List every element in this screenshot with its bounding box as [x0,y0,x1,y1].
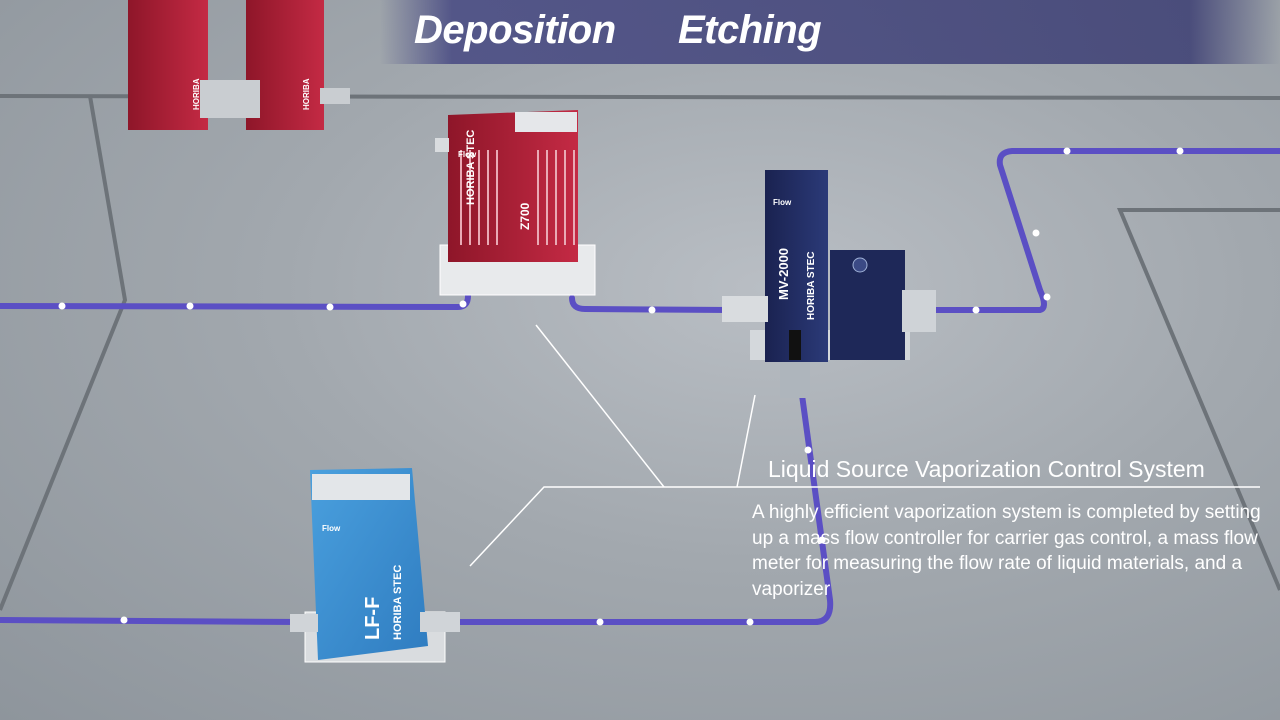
active-pipes [0,148,1280,625]
tab-etching[interactable]: Etching [678,8,822,52]
info-description: A highly efficient vaporization system i… [752,502,1261,600]
info-title: Liquid Source Vaporization Control Syste… [768,456,1205,482]
header-band [380,0,1280,64]
tab-deposition[interactable]: Deposition [414,8,616,52]
red-mfc-device[interactable] [435,110,596,296]
callout-lines [469,324,1260,567]
liquid-meter-device[interactable] [290,468,460,663]
pipe-flow-dots [58,147,1184,626]
vaporizer-device[interactable] [722,170,936,398]
top-left-red-units [128,0,350,130]
